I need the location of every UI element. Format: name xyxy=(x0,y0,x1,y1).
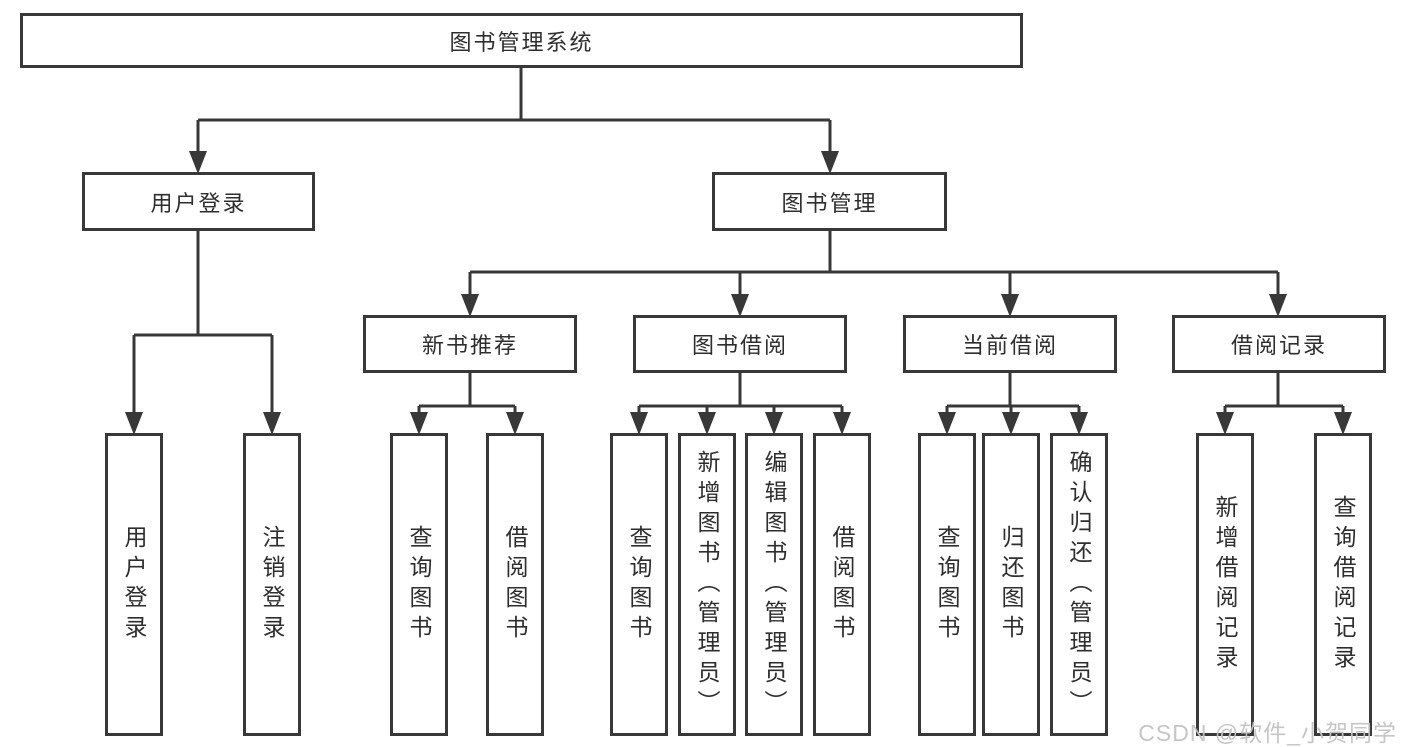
leaf-label: 查询图书 xyxy=(626,524,652,645)
leaf-label: 查询借阅记录 xyxy=(1330,494,1356,675)
leaf-label: 归还图书 xyxy=(998,524,1024,645)
node-new-book-recommend-label: 新书推荐 xyxy=(421,333,518,358)
leaf-borrow-books-recommend: 借阅图书 xyxy=(486,433,544,736)
leaf-confirm-return-admin: 确认归还（管理员） xyxy=(1050,433,1108,736)
watermark: CSDN @软件_小贺同学 xyxy=(1138,720,1397,746)
leaf-query-borrow-record: 查询借阅记录 xyxy=(1314,433,1372,736)
arrowhead-icon xyxy=(1001,294,1019,317)
leaf-query-books-current: 查询图书 xyxy=(918,433,976,736)
node-book-management-label: 图书管理 xyxy=(781,190,878,216)
node-new-book-recommend: 新书推荐 xyxy=(363,315,577,373)
arrowhead-icon xyxy=(833,412,851,435)
arrowhead-icon xyxy=(1269,294,1287,317)
arrowhead-icon xyxy=(125,412,143,435)
node-current-borrow-label: 当前借阅 xyxy=(961,333,1058,358)
leaf-label: 确认归还（管理员） xyxy=(1066,449,1092,720)
arrowhead-icon xyxy=(1070,412,1088,435)
leaf-add-borrow-record: 新增借阅记录 xyxy=(1196,433,1254,736)
leaf-query-books-recommend: 查询图书 xyxy=(390,433,448,736)
arrowhead-icon xyxy=(821,151,839,174)
arrowhead-icon xyxy=(698,412,716,435)
leaf-user-login: 用户登录 xyxy=(105,433,163,736)
arrowhead-icon xyxy=(461,294,479,317)
leaf-return-books: 归还图书 xyxy=(982,433,1040,736)
arrowhead-icon xyxy=(1002,412,1020,435)
node-root-label: 图书管理系统 xyxy=(449,29,594,55)
node-borrow-records-label: 借阅记录 xyxy=(1230,333,1327,358)
leaf-label: 新增借阅记录 xyxy=(1212,494,1238,675)
leaf-label: 借阅图书 xyxy=(829,524,855,645)
arrowhead-icon xyxy=(506,412,524,435)
leaf-query-books-borrow: 查询图书 xyxy=(610,433,668,736)
leaf-label: 新增图书（管理员） xyxy=(694,449,720,720)
node-user-login: 用户登录 xyxy=(82,172,315,231)
arrowhead-icon xyxy=(410,412,428,435)
arrowhead-icon xyxy=(189,151,207,174)
leaf-logout: 注销登录 xyxy=(243,433,301,736)
arrowhead-icon xyxy=(765,412,783,435)
node-book-borrow-label: 图书借阅 xyxy=(691,333,788,358)
leaf-label: 编辑图书（管理员） xyxy=(761,449,787,720)
node-book-borrow: 图书借阅 xyxy=(633,315,847,373)
arrowhead-icon xyxy=(1216,412,1234,435)
leaf-label: 查询图书 xyxy=(934,524,960,645)
arrowhead-icon xyxy=(263,412,281,435)
leaf-add-books-admin: 新增图书（管理员） xyxy=(678,433,736,736)
leaf-label: 注销登录 xyxy=(259,524,285,645)
node-book-management: 图书管理 xyxy=(712,172,947,231)
arrowhead-icon xyxy=(1334,412,1352,435)
node-user-login-label: 用户登录 xyxy=(150,190,247,216)
node-current-borrow: 当前借阅 xyxy=(903,315,1117,373)
leaf-label: 用户登录 xyxy=(121,524,147,645)
node-root: 图书管理系统 xyxy=(20,13,1023,68)
leaf-label: 借阅图书 xyxy=(502,524,528,645)
leaf-borrow-books: 借阅图书 xyxy=(813,433,871,736)
arrowhead-icon xyxy=(731,294,749,317)
arrowhead-icon xyxy=(630,412,648,435)
arrowhead-icon xyxy=(938,412,956,435)
leaf-edit-books-admin: 编辑图书（管理员） xyxy=(745,433,803,736)
node-borrow-records: 借阅记录 xyxy=(1172,315,1386,373)
leaf-label: 查询图书 xyxy=(406,524,432,645)
